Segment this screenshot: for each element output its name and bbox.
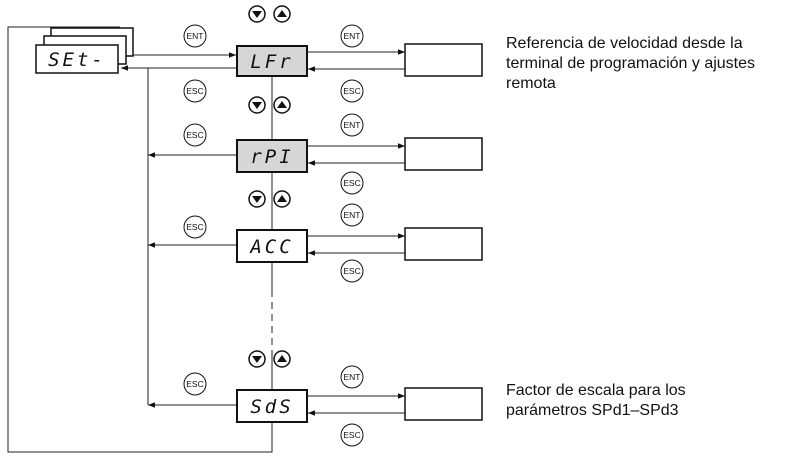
down-arrow-button[interactable]	[248, 5, 266, 23]
param-display-sds[interactable]	[236, 389, 308, 423]
svg-text:ENT: ENT	[187, 31, 204, 41]
svg-text:ESC: ESC	[343, 86, 360, 96]
svg-text:ENT: ENT	[344, 31, 361, 41]
ent-button[interactable]: ENT	[183, 24, 207, 48]
esc-button[interactable]: ESC	[183, 215, 207, 239]
svg-text:ESC: ESC	[343, 178, 360, 188]
esc-button[interactable]: ESC	[183, 123, 207, 147]
svg-text:ENT: ENT	[344, 372, 361, 382]
param-code-rpi: rPI	[250, 146, 293, 168]
up-arrow-button[interactable]	[273, 190, 291, 208]
value-box-rpi	[404, 137, 483, 171]
down-triangle-icon	[252, 11, 262, 18]
svg-text:ESC: ESC	[343, 430, 360, 440]
svg-text:ESC: ESC	[343, 266, 360, 276]
svg-text:ESC: ESC	[186, 86, 203, 96]
param-display-rpi[interactable]	[236, 139, 308, 173]
down-arrow-button[interactable]	[248, 190, 266, 208]
up-arrow-button[interactable]	[273, 5, 291, 23]
esc-button[interactable]: ESC	[340, 259, 364, 283]
up-triangle-icon	[277, 355, 287, 362]
svg-text:ESC: ESC	[186, 379, 203, 389]
param-code-lfr: LFr	[250, 51, 293, 73]
svg-text:ESC: ESC	[186, 130, 203, 140]
up-arrow-button[interactable]	[273, 96, 291, 114]
up-triangle-icon	[277, 101, 287, 108]
svg-text:ESC: ESC	[186, 222, 203, 232]
description-sds-line-1: Factor de escala para los	[506, 382, 686, 399]
param-code-acc: ACC	[249, 236, 293, 258]
svg-text:ENT: ENT	[344, 120, 361, 130]
description-lfr-line-3: remota	[506, 75, 556, 92]
esc-button[interactable]: ESC	[183, 79, 207, 103]
esc-button[interactable]: ESC	[183, 372, 207, 396]
value-box-acc	[404, 227, 483, 261]
svg-text:ENT: ENT	[344, 210, 361, 220]
description-sds-line-2: parámetros SPd1–SPd3	[506, 402, 679, 419]
esc-button[interactable]: ESC	[340, 423, 364, 447]
down-triangle-icon	[252, 102, 262, 109]
down-triangle-icon	[252, 356, 262, 363]
ent-button[interactable]: ENT	[340, 203, 364, 227]
value-box-lfr	[404, 43, 483, 77]
description-lfr-line-1: Referencia de velocidad desde la	[506, 35, 743, 52]
param-code-sds: SdS	[250, 396, 293, 418]
set-display[interactable]	[35, 44, 119, 74]
down-arrow-button[interactable]	[248, 350, 266, 368]
up-triangle-icon	[277, 10, 287, 17]
up-arrow-button[interactable]	[273, 350, 291, 368]
ent-button[interactable]: ENT	[340, 365, 364, 389]
param-display-acc[interactable]	[236, 229, 308, 263]
value-box-sds	[404, 387, 483, 421]
esc-button[interactable]: ESC	[340, 171, 364, 195]
up-triangle-icon	[277, 195, 287, 202]
ent-button[interactable]: ENT	[340, 113, 364, 137]
outer-menu-frame	[7, 26, 273, 453]
set-display-code: SEt-	[48, 49, 106, 71]
esc-button[interactable]: ESC	[340, 79, 364, 103]
down-triangle-icon	[252, 196, 262, 203]
ent-button[interactable]: ENT	[340, 24, 364, 48]
down-arrow-button[interactable]	[248, 96, 266, 114]
description-lfr-line-2: terminal de programación y ajustes	[506, 55, 755, 72]
param-display-lfr[interactable]	[236, 45, 308, 77]
